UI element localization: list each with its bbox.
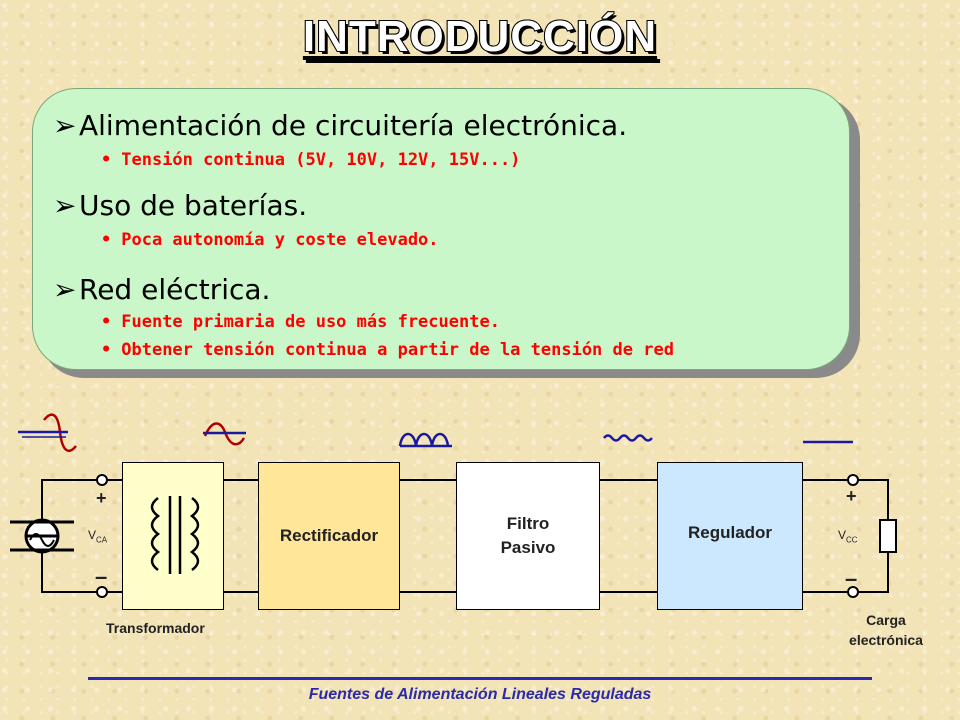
wire (41, 549, 102, 593)
vca-label: VCA (88, 528, 108, 545)
regulator-block: Regulador (657, 462, 803, 610)
load-label: Carga electrónica (849, 612, 923, 648)
vcc-label: VCC (838, 528, 858, 545)
filter-label-line1: Filtro (506, 514, 550, 533)
footer-text: Fuentes de Alimentación Lineales Regulad… (308, 686, 652, 703)
arrow-bullet-icon: ➢ (53, 189, 77, 222)
arrow-bullet-icon: ➢ (53, 273, 77, 306)
ac-source-icon (10, 518, 74, 554)
sub-bullet-3-1: •Fuente primaria de uso más frecuente. (101, 312, 500, 332)
terminal-dots (96, 474, 859, 598)
slide-title: INTRODUCCIÓN (302, 11, 658, 62)
load-resistor-icon (879, 519, 897, 553)
terminal-icon (847, 586, 859, 598)
sub-bullet-1-1: •Tensión continua (5V, 10V, 12V, 15V...) (101, 150, 521, 170)
terminal-icon (96, 586, 108, 598)
arrow-bullet-icon: ➢ (53, 109, 77, 142)
bullet-3: ➢Red eléctrica. (53, 273, 271, 306)
wire (41, 479, 102, 523)
rectifier-label: Rectificador (279, 526, 379, 545)
regulator-label: Regulador (687, 523, 773, 542)
terminal-icon (96, 474, 108, 486)
transformer-label: Transformador (106, 620, 205, 636)
bullet-1: ➢Alimentación de circuitería electrónica… (53, 109, 628, 142)
minus-sign-left: – (95, 564, 108, 589)
sub-bullet-2-1: •Poca autonomía y coste elevado. (101, 230, 439, 250)
bullet-2: ➢Uso de baterías. (53, 189, 308, 222)
filter-label-line2: Pasivo (500, 538, 556, 557)
rectified-waveform-icon (398, 432, 452, 448)
minus-sign-right: – (845, 566, 858, 591)
sub-bullet-3-2: •Obtener tensión continua a partir de la… (101, 340, 674, 360)
transformer-block (122, 462, 224, 610)
filtered-ripple-waveform-icon (603, 434, 653, 442)
plus-sign-right: + (846, 486, 857, 506)
ac-input-waveform-icon (18, 413, 77, 452)
content-box: ➢Alimentación de circuitería electrónica… (32, 88, 850, 370)
rectifier-block: Rectificador (258, 462, 400, 610)
footer-divider (88, 677, 872, 680)
plus-sign-left: + (96, 488, 107, 508)
terminal-icon (847, 474, 859, 486)
transformed-ac-waveform-icon (203, 422, 246, 446)
